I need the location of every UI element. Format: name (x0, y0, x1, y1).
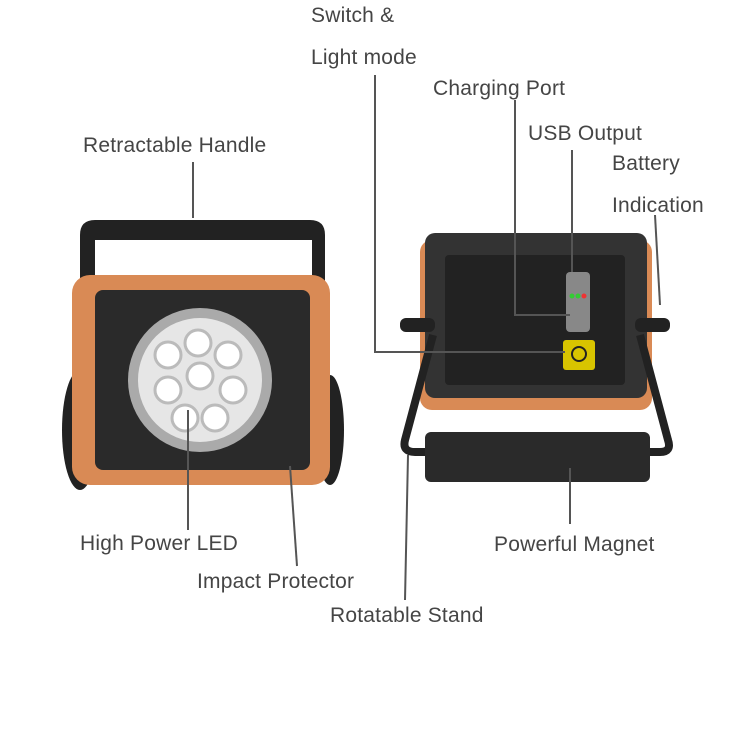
rear-lamp (400, 233, 673, 482)
switch-label-line2: Light mode (311, 46, 417, 69)
front-lamp (62, 220, 344, 490)
stand-hinge-left (400, 318, 435, 332)
led (218, 375, 248, 405)
battery-indicator-light (575, 293, 581, 299)
battery-indicator-light (581, 293, 587, 299)
retractable-handle-label: Retractable Handle (83, 134, 267, 157)
rotatable-stand-label: Rotatable Stand (330, 604, 484, 627)
battery-label-line2: Indication (612, 194, 704, 217)
switch-label-line1: Switch & (311, 4, 395, 27)
impact-protector-label: Impact Protector (197, 570, 355, 593)
stand-callout-line (404, 454, 409, 601)
led (153, 375, 183, 405)
battery-label-line1: Battery (612, 152, 680, 175)
charging-port-callout-line (514, 100, 570, 316)
retractable-handle (80, 220, 325, 290)
battery-callout-line (654, 214, 661, 306)
battery-indicator-light (569, 293, 575, 299)
power-switch (563, 340, 595, 370)
led (183, 328, 213, 358)
powerful-magnet-label: Powerful Magnet (494, 533, 655, 556)
powerful-magnet (425, 432, 650, 482)
high-power-led-label: High Power LED (80, 532, 239, 555)
charging-port-label: Charging Port (433, 77, 566, 100)
stand-hinge-right (635, 318, 670, 332)
led (170, 403, 200, 433)
led (153, 340, 183, 370)
usb-port (566, 272, 590, 332)
power-icon (571, 346, 587, 362)
switch-callout-line (374, 75, 565, 353)
led (185, 361, 215, 391)
callout-lines (187, 75, 661, 601)
protector-callout-line (289, 465, 298, 567)
rear-panel (445, 255, 625, 385)
usb-output-label: USB Output (528, 122, 643, 145)
led (213, 340, 243, 370)
high-power-leds (153, 328, 248, 433)
led (200, 403, 230, 433)
